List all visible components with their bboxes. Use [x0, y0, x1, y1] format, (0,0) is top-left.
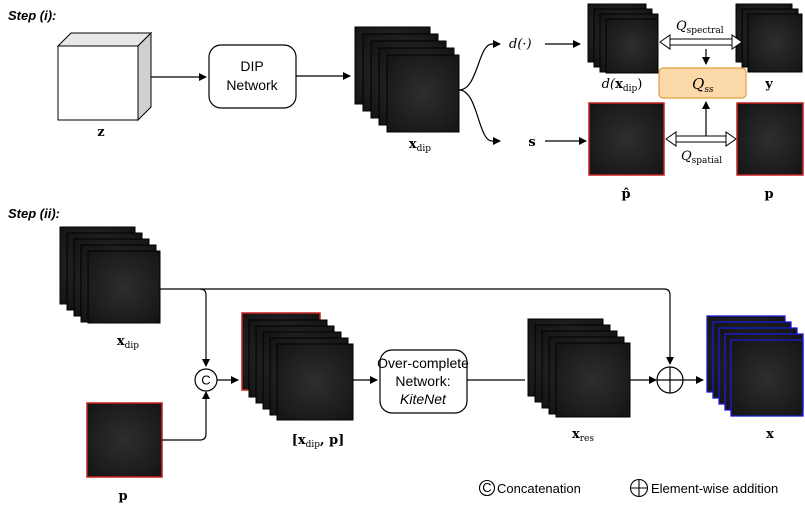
s-operator: s — [528, 135, 535, 150]
arrow-skip-connection — [160, 288, 674, 365]
x-res-stack — [527, 318, 631, 418]
dip-network-line2: Network — [226, 77, 278, 93]
concat-symbol: C — [201, 373, 210, 388]
network-line1: Over-complete — [377, 355, 469, 371]
z-cube — [56, 31, 153, 122]
d-x-dip-label: d(xdip) — [602, 77, 643, 94]
arrow-xdip-to-d — [458, 40, 501, 91]
q-ss-label: Qss — [692, 75, 714, 95]
x-dip-label-step2: xdip — [117, 334, 139, 351]
p-label-step1: p — [764, 187, 773, 202]
d-x-dip-stack — [587, 3, 659, 74]
p-hat-label: p̂ — [621, 187, 630, 202]
p-image-step2 — [86, 402, 163, 478]
q-spectral-label: Qspectral — [676, 19, 724, 36]
step-ii-label: Step (ii): — [8, 206, 60, 221]
p-label-step2: p — [118, 489, 127, 504]
concat-node: C — [194, 368, 218, 392]
x-dip-stack-step2 — [59, 226, 161, 324]
kitenet-box: Over-complete Network: KiteNet — [377, 349, 469, 414]
p-image-step1 — [736, 102, 804, 176]
p-hat-image — [588, 102, 665, 176]
addition-node — [656, 366, 684, 394]
arrow-xdip-to-s — [458, 89, 501, 145]
y-label: y — [764, 77, 773, 92]
concat-stack-label: [xdip, p] — [292, 433, 345, 450]
legend: C Concatenation Element-wise addition — [478, 478, 778, 498]
x-output-stack — [706, 315, 804, 417]
arrow-xdip-to-concat — [199, 288, 210, 367]
legend-concat-symbol: C — [482, 480, 491, 495]
dip-network-line1: DIP — [240, 58, 263, 74]
x-dip-label-step1: xdip — [409, 137, 431, 154]
x-label: x — [766, 427, 774, 442]
network-line3: KiteNet — [400, 391, 447, 407]
x-res-label: xres — [572, 427, 594, 444]
q-spectral-arrow — [659, 34, 743, 50]
q-spatial-arrow — [665, 131, 737, 147]
arrow-p-to-concat — [162, 391, 210, 441]
legend-add-text: Element-wise addition — [651, 481, 778, 496]
legend-add-icon — [629, 478, 649, 498]
q-ss-box: Qss — [658, 67, 747, 99]
legend-concat-text: Concatenation — [497, 481, 581, 496]
d-operator: d(·) — [509, 37, 532, 52]
x-dip-stack-step1 — [354, 26, 460, 133]
concat-stack — [241, 312, 354, 421]
step-i-label: Step (i): — [8, 8, 56, 23]
z-label: z — [97, 125, 104, 140]
network-line2: Network: — [395, 373, 450, 389]
q-spatial-label: Qspatial — [681, 149, 722, 166]
legend-concat-icon — [478, 479, 496, 497]
dip-network-box: DIP Network — [208, 44, 297, 109]
y-stack — [735, 3, 803, 73]
